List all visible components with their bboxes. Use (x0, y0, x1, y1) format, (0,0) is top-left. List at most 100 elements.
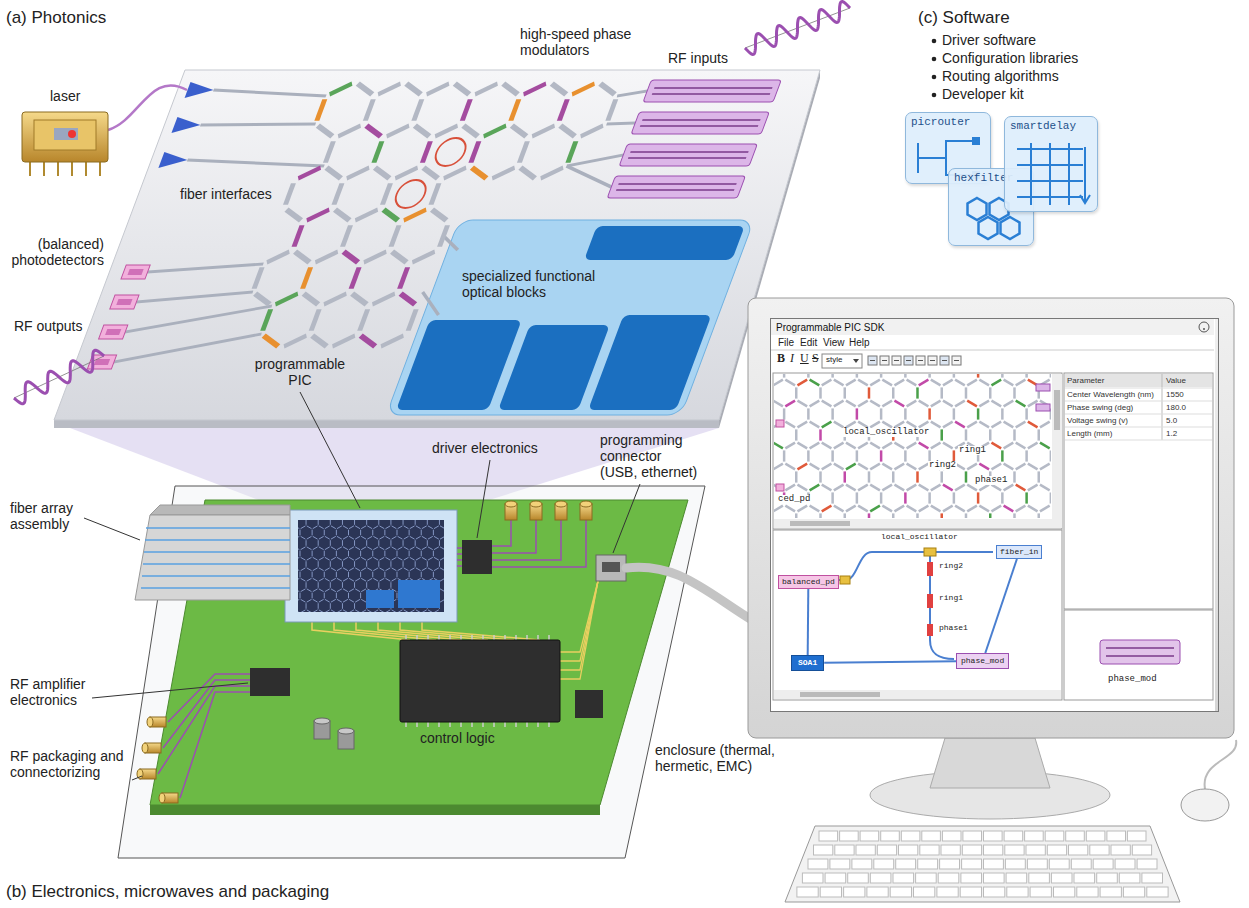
connector (824, 661, 956, 663)
canvas-label: ring1 (938, 594, 964, 602)
die-waveguide (343, 547, 348, 550)
optical-fiber (108, 85, 187, 130)
rf-connector-top (530, 501, 542, 507)
chip-pin (537, 722, 539, 727)
canvas-waveguide (856, 492, 859, 503)
canvas-waveguide (783, 408, 786, 419)
canvas-waveguide (1016, 464, 1026, 470)
die-waveguide (379, 578, 384, 581)
parameter-panel (1064, 373, 1213, 609)
driver-chip (462, 540, 492, 574)
canvas-waveguide (991, 401, 1001, 407)
die-waveguide (319, 547, 324, 550)
canvas-waveguide (831, 450, 834, 461)
waveguide (136, 292, 252, 302)
table-header-bg (1065, 374, 1212, 387)
canvas-waveguide (870, 401, 880, 407)
waveguide-segment (484, 126, 506, 137)
canvas-waveguide (1025, 492, 1028, 503)
waveguide (617, 91, 647, 96)
canvas-waveguide (894, 443, 904, 449)
key (1029, 873, 1050, 883)
die-waveguide (306, 520, 307, 525)
die-waveguide (385, 557, 390, 560)
die-waveguide (361, 557, 366, 560)
canvas-waveguide (943, 443, 953, 449)
key (830, 859, 850, 869)
fiber-port: fiber_in (996, 545, 1042, 559)
toolbar-icon (928, 356, 937, 365)
die-waveguide (410, 536, 415, 539)
die-waveguide (422, 526, 427, 529)
laser-pin (43, 162, 45, 176)
canvas-waveguide (965, 471, 968, 482)
canvas-waveguide (810, 506, 820, 512)
die-waveguide (404, 557, 409, 560)
bullet-item: Developer kit (942, 86, 1024, 102)
die-waveguide (373, 526, 378, 529)
key (1111, 845, 1130, 855)
coupler (840, 576, 850, 584)
die-waveguide (367, 578, 372, 581)
die-waveguide (301, 589, 306, 592)
chip-pin (482, 635, 484, 640)
die-waveguide (392, 536, 397, 539)
die-waveguide (307, 599, 312, 602)
modulator-electrode (652, 93, 770, 95)
die-waveguide (300, 572, 301, 578)
die-waveguide (337, 610, 342, 612)
canvas-waveguide (1040, 464, 1050, 470)
rf-connector-end (147, 717, 153, 727)
die-waveguide (324, 530, 325, 536)
canvas-waveguide (882, 443, 892, 449)
die-waveguide (398, 568, 403, 571)
die-waveguide (404, 536, 409, 539)
canvas-label: ring1 (958, 446, 987, 455)
die-waveguide (378, 582, 379, 588)
node-text: Programmable PIC SDK (771, 319, 1218, 336)
canvas-waveguide (774, 380, 783, 386)
table-row-line (1065, 427, 1212, 428)
canvas-waveguide (846, 401, 856, 407)
key (825, 873, 846, 883)
die-waveguide (422, 568, 427, 571)
canvas-waveguide (967, 464, 977, 470)
canvas-waveguide (919, 506, 929, 512)
die-waveguide (434, 536, 439, 539)
style-dropdown (822, 354, 862, 368)
die-waveguide (361, 578, 366, 581)
canvas-waveguide (1040, 443, 1050, 449)
die-waveguide (343, 526, 348, 529)
die-waveguide (422, 536, 427, 539)
canvas-waveguide (807, 374, 810, 378)
waveguide-segment (444, 168, 466, 179)
die-waveguide (298, 547, 299, 550)
canvas-waveguide (856, 408, 859, 419)
software-module: smartdelay (1004, 116, 1098, 212)
key (1097, 873, 1118, 883)
key (1027, 859, 1047, 869)
table-cell: 1550 (1166, 390, 1184, 399)
part-label: RF packaging and connectorizing (10, 748, 130, 780)
canvas-waveguide (953, 374, 956, 378)
chip-pin (515, 635, 517, 640)
icon-hexagon (979, 217, 998, 239)
canvas-waveguide (846, 485, 856, 491)
key (896, 859, 916, 869)
coupler (924, 548, 936, 556)
waveguide-segment (596, 84, 618, 95)
waveguide-segment (374, 141, 382, 162)
die-waveguide (319, 610, 324, 612)
schematic-waveguide (829, 552, 993, 580)
die-waveguide (343, 568, 348, 571)
canvas-waveguide (991, 380, 1001, 386)
waveguide-segment (314, 126, 336, 137)
die-waveguide (410, 547, 415, 550)
bullet-dot (932, 93, 937, 98)
canvas-waveguide (979, 464, 989, 470)
die-waveguide (342, 540, 343, 546)
chip-pin (449, 722, 451, 727)
waveguide (125, 306, 272, 332)
canvas-waveguide (807, 450, 810, 461)
heater (927, 562, 933, 576)
